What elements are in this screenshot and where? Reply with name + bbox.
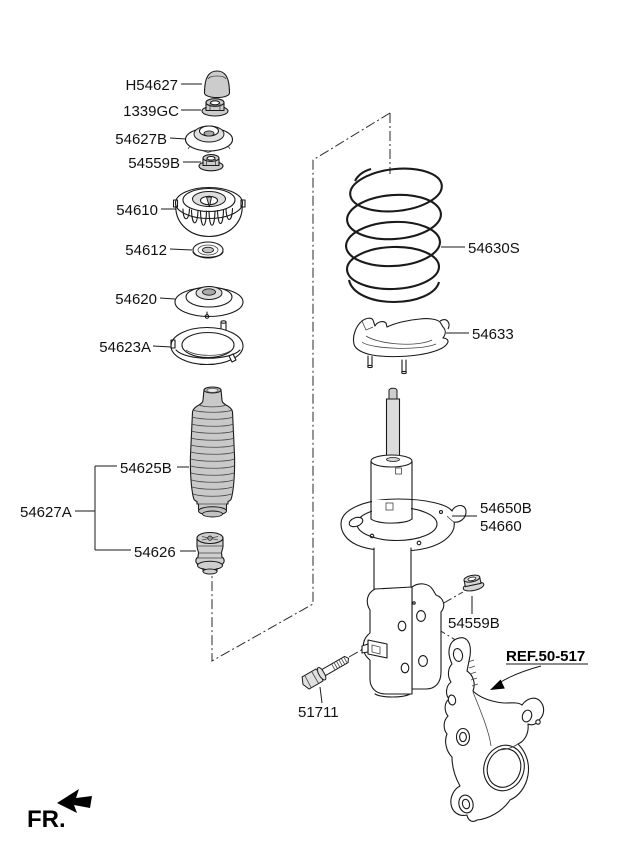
nut-lower-drawing (462, 574, 485, 592)
nut-1339gc-drawing (201, 98, 229, 117)
coil-spring-drawing (345, 167, 443, 304)
strut-mount-drawing (172, 186, 246, 238)
knuckle-drawing (443, 637, 545, 822)
construction-centerlines (211, 112, 468, 662)
label-54612: 54612 (125, 242, 167, 259)
label-54620: 54620 (115, 291, 157, 308)
label-54630s: 54630S (468, 240, 520, 257)
cap-drawing (203, 70, 231, 99)
label-54610: 54610 (116, 202, 158, 219)
bearing-washer-drawing (192, 241, 224, 259)
label-54627a: 54627A (20, 504, 72, 521)
strut-drawing (340, 387, 467, 698)
label-54633: 54633 (472, 326, 514, 343)
bump-stopper-drawing (195, 531, 225, 575)
front-direction-marker: FR. (27, 789, 92, 833)
leader-lines (75, 83, 588, 704)
insulator-cap-drawing (184, 125, 234, 153)
label-1339gc: 1339GC (123, 103, 179, 120)
label-54627b: 54627B (115, 131, 167, 148)
label-h54627: H54627 (125, 77, 178, 94)
label-54626: 54626 (134, 544, 176, 561)
label-54559b-upper: 54559B (128, 155, 180, 172)
label-51711: 51711 (298, 704, 339, 721)
label-54625b: 54625B (120, 460, 172, 477)
fr-label: FR. (27, 806, 66, 833)
spring-pad-lower-drawing (352, 317, 450, 375)
label-54660: 54660 (480, 518, 522, 535)
label-54559b-lower: 54559B (448, 615, 500, 632)
part-labels: H54627 1339GC 54627B 54559B 54610 54612 … (20, 77, 585, 721)
spring-seat-upper-drawing (174, 286, 244, 319)
bolt-drawing (301, 655, 350, 690)
fr-arrow-icon (57, 789, 92, 813)
spring-pad-upper-drawing (170, 320, 244, 366)
label-54650b: 54650B (480, 500, 532, 517)
label-ref-50-517: REF.50-517 (506, 648, 585, 665)
nut-upper-drawing (198, 154, 224, 172)
label-54623a: 54623A (99, 339, 151, 356)
dust-cover-drawing (189, 386, 236, 518)
